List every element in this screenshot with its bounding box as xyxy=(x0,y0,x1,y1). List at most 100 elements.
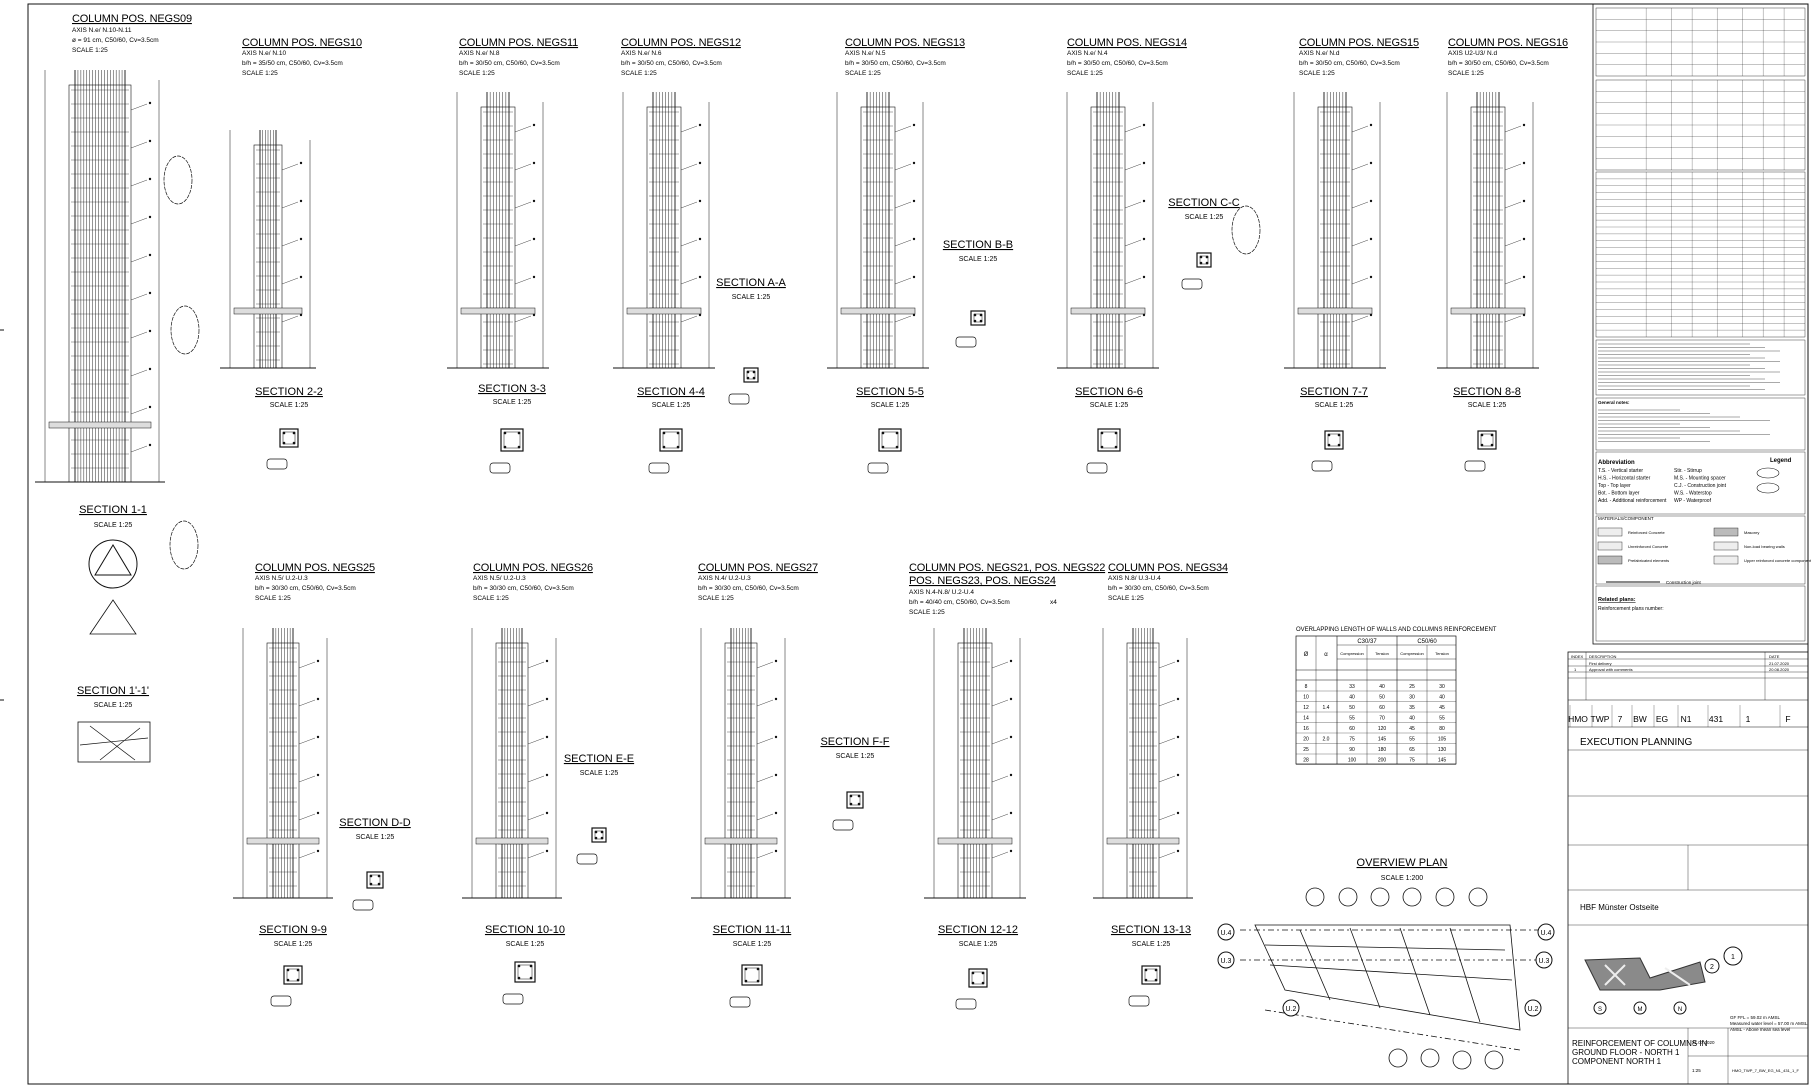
section-stirrup xyxy=(1327,433,1341,447)
section-outline xyxy=(366,871,384,889)
table-header: Ø xyxy=(1304,652,1309,658)
section-scale: SCALE 1:25 xyxy=(1468,402,1507,409)
section-rebar-dot xyxy=(517,976,521,980)
section-outline xyxy=(500,428,524,452)
section-rebar-dot xyxy=(1327,433,1331,437)
section-outline xyxy=(591,827,607,843)
table-cell: 75 xyxy=(1349,737,1355,743)
callout-dot xyxy=(532,199,536,203)
section-stirrup xyxy=(881,431,899,449)
callout-dot xyxy=(148,253,152,257)
table-cell: 1.4 xyxy=(1323,705,1330,711)
bar-shape-box xyxy=(648,462,670,474)
callout-dot xyxy=(148,101,152,105)
callout-dot xyxy=(148,215,152,219)
table-cell: 25 xyxy=(1409,684,1415,690)
axis-label: U.4 xyxy=(1221,930,1232,937)
column-dims: b/h = 40/40 cm, C50/60, Cv=3.5cm xyxy=(909,599,1010,606)
axis-mark: 1 xyxy=(1731,954,1735,961)
section-rebar-dot xyxy=(369,874,373,878)
section-title: SECTION 2-2 xyxy=(255,386,323,398)
column-heading-negs12: COLUMN POS. NEGS12 AXIS N.e/ N.6 b/h = 3… xyxy=(621,37,741,77)
column-title: COLUMN POS. NEGS14 xyxy=(1067,37,1187,49)
section-stirrup xyxy=(849,794,861,806)
column-scale: SCALE 1:25 xyxy=(621,70,657,77)
column-title: COLUMN POS. NEGS16 xyxy=(1448,37,1568,49)
table-cell: 33 xyxy=(1349,684,1355,690)
section-rebar-dot xyxy=(1114,445,1118,449)
column-dims: b/h = 30/30 cm, C50/60, Cv=3.5cm xyxy=(473,585,574,592)
section-title: SECTION 8-8 xyxy=(1453,386,1521,398)
section-title: SECTION 1-1 xyxy=(79,504,147,516)
section-stirrup xyxy=(594,830,604,840)
table-header: Compression xyxy=(1340,651,1364,656)
section-rebar-dot xyxy=(1480,443,1484,447)
abbreviation-item: M.S. - Mounting spacer xyxy=(1674,476,1726,482)
section-outline xyxy=(741,964,763,986)
column-dims: b/h = 30/50 cm, C50/60, Cv=3.5cm xyxy=(1299,60,1400,67)
callout-dot xyxy=(532,313,536,317)
callout-leader xyxy=(514,163,532,171)
right-info-panel: Abbreviation T.S. - Vertical starterH.S.… xyxy=(1592,3,1811,645)
section-outline xyxy=(1477,430,1497,450)
table-cell: 20 xyxy=(1303,737,1309,743)
callout-dot xyxy=(148,329,152,333)
table-cell: 90 xyxy=(1349,747,1355,753)
callout-leader xyxy=(991,661,1009,669)
callout-leader xyxy=(281,163,299,171)
code-value: 7 xyxy=(1618,714,1623,724)
section-rebar-dot xyxy=(744,967,748,971)
callout-dot xyxy=(532,161,536,165)
callout-leader xyxy=(1158,661,1176,669)
slab-band xyxy=(1297,307,1373,315)
bar-shape-box xyxy=(1128,995,1150,1007)
callout-leader xyxy=(894,239,912,247)
table-cell: 40 xyxy=(1409,716,1415,722)
bar-shape-box xyxy=(489,462,511,474)
bar-shape-box xyxy=(728,393,750,405)
material-swatch xyxy=(1713,555,1739,565)
column-title: COLUMN POS. NEGS34 xyxy=(1108,562,1228,574)
callout-leader xyxy=(1124,315,1142,323)
callout-dot xyxy=(299,237,303,241)
callout-dot xyxy=(1176,659,1180,663)
table-header: Tension xyxy=(1435,651,1449,656)
column-axis: AXIS N.4/ U.2-U.3 xyxy=(698,575,751,582)
callout-leader xyxy=(756,851,774,859)
section-outline xyxy=(279,428,299,448)
table-cell: 70 xyxy=(1379,716,1385,722)
callout-leader xyxy=(991,699,1009,707)
callout-leader xyxy=(130,407,148,415)
callout-dot xyxy=(545,811,549,815)
section-rebar-dot xyxy=(849,794,853,798)
bar-shape-box xyxy=(955,336,977,348)
axis-mark: M xyxy=(1638,1007,1643,1013)
section-stirrup xyxy=(744,967,760,983)
related-plans-label: Related plans: xyxy=(1598,597,1636,603)
column-title: COLUMN POS. NEGS12 xyxy=(621,37,741,49)
callout-leader xyxy=(991,813,1009,821)
revision-description: Approval with comments xyxy=(1589,667,1633,672)
callout-leader xyxy=(1124,277,1142,285)
callout-dot xyxy=(1142,275,1146,279)
overview-axis-markers: U.4 U.3 U.2 U.4 U.3 U.2 xyxy=(1217,923,1555,1017)
callout-dot xyxy=(532,237,536,241)
callout-leader xyxy=(1351,201,1369,209)
table-cell: 40 xyxy=(1379,684,1385,690)
column-outline xyxy=(646,106,682,369)
bar-shape-box xyxy=(270,995,292,1007)
column-scale: SCALE 1:25 xyxy=(845,70,881,77)
level-note: GF FFL = 59.02 m AMSL xyxy=(1730,1015,1780,1020)
callout-dot xyxy=(1176,849,1180,853)
table-cell: 45 xyxy=(1409,726,1415,732)
slab-band xyxy=(1070,307,1146,315)
axis-label: U.3 xyxy=(1221,958,1232,965)
callout-leader xyxy=(130,255,148,263)
callout-leader xyxy=(1158,813,1176,821)
material-swatch xyxy=(1597,527,1623,537)
section-10-10: SECTION 10-10 SCALE 1:25 xyxy=(485,924,565,948)
callout-dot xyxy=(698,161,702,165)
table-cell: 35 xyxy=(1409,705,1415,711)
callout-leader xyxy=(756,699,774,707)
reinforcement-plans-label: Reinforcement plans number: xyxy=(1598,606,1664,612)
